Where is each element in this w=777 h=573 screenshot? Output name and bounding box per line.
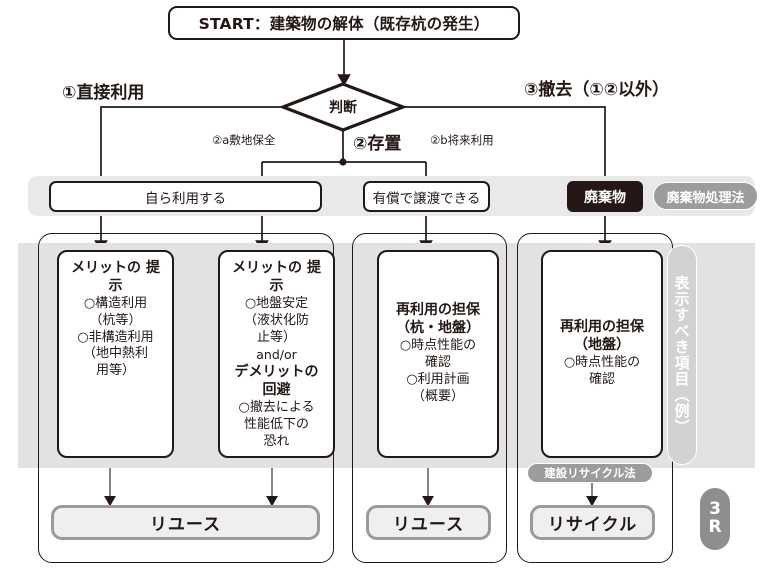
start-node-label: START：建築物の解体（既存杭の発生） [198, 15, 490, 33]
pill-waste-management-law-label: 廃棄物処理法 [666, 190, 745, 206]
card-reuse-assurance-pile-ground: 再利用の担保 （杭・地盤） ○時点性能の 確認 ○利用計画 （概要） [377, 250, 499, 458]
card-1-line-1: ○構造利用 [83, 295, 148, 311]
card-2-heading-2: 提示 [269, 260, 321, 294]
pill-construction-recycle-law: 建設リサイクル法 [527, 463, 653, 483]
start-node: START：建築物の解体（既存杭の発生） [168, 6, 520, 40]
decision-node: 判断 [283, 84, 403, 130]
badge-3r-line-2: R [708, 517, 722, 537]
card-4-heading-2: （地盤） [574, 337, 630, 354]
result-recycle-right-label: リサイクル [547, 515, 638, 535]
card-reuse-assurance-ground: 再利用の担保 （地盤） ○時点性能の 確認 [541, 250, 663, 458]
card-merit-structural: メリットの 提示 ○構造利用 （杭等） ○非構造利用 （地中熱利 用等） [57, 250, 174, 458]
option-box-self-use-label: 自ら利用する [145, 190, 226, 207]
card-2-heading-1: メリットの [232, 260, 303, 276]
pill-construction-recycle-law-label: 建設リサイクル法 [544, 466, 636, 480]
option-box-waste[interactable]: 廃棄物 [567, 181, 643, 212]
card-2-line-5: 性能低下の [243, 416, 309, 432]
result-reuse-center-label: リユース [392, 515, 465, 535]
card-merit-demerit-ground: メリットの 提示 ○地盤安定 （液状化防 止等） and/or デメリットの 回… [218, 250, 335, 458]
badge-3r-line-1: 3 [709, 499, 721, 520]
edge-label-site-preservation: ②a敷地保全 [212, 133, 276, 147]
card-4-heading-1: 再利用の担保 [560, 319, 644, 336]
card-2-heading-4: 回避 [262, 381, 291, 398]
card-3-line-4: （概要） [411, 388, 464, 404]
option-box-paid-transfer-label: 有償で譲渡できる [372, 190, 481, 207]
branch-label-removal: ③撤去（①②以外） [524, 80, 670, 100]
card-2-line-3: 止等） [256, 329, 296, 345]
result-reuse-left: リユース [51, 505, 320, 540]
card-1-heading-2: 提示 [108, 260, 160, 294]
result-reuse-left-label: リユース [149, 515, 222, 535]
card-4-line-1: ○時点性能の [563, 355, 641, 371]
card-2-line-2: （液状化防 [243, 312, 309, 328]
card-3-line-3: ○利用計画 [406, 371, 470, 387]
result-reuse-center: リユース [366, 505, 491, 540]
card-1-line-2: （杭等） [89, 312, 142, 328]
card-2-line-4: ○撤去による [238, 399, 315, 415]
option-box-self-use[interactable]: 自ら利用する [49, 181, 322, 212]
card-3-heading-2: （杭・地盤） [396, 320, 480, 337]
badge-3r: 3 R [700, 488, 730, 550]
card-2-line-1: ○地盤安定 [244, 295, 309, 311]
card-2-line-6: 恐れ [263, 433, 290, 449]
card-1-heading-1: メリットの [71, 260, 142, 276]
option-box-waste-label: 廃棄物 [584, 189, 626, 206]
card-4-line-2: 確認 [588, 371, 615, 387]
option-box-paid-transfer[interactable]: 有償で譲渡できる [363, 181, 490, 212]
branch-label-direct-use: ①直接利用 [62, 83, 145, 103]
column-frame-paid-transfer [352, 233, 507, 563]
card-3-line-2: 確認 [424, 355, 451, 371]
card-3-heading-1: 再利用の担保 [396, 302, 480, 319]
card-2-heading-3: デメリットの [234, 363, 319, 380]
edge-label-future-use: ②b将来利用 [430, 133, 494, 147]
card-1-line-4: （地中熱利 [82, 346, 148, 362]
pill-waste-management-law: 廃棄物処理法 [653, 182, 758, 210]
result-recycle-right: リサイクル [530, 505, 655, 540]
card-1-line-5: 用等） [95, 363, 135, 379]
decision-node-label: 判断 [329, 100, 357, 116]
vertical-label-display-items-text: 表示すべき項目（例） [672, 275, 691, 435]
branch-label-retain: ②存置 [353, 134, 402, 154]
card-2-connector: and/or [256, 347, 297, 363]
vertical-label-display-items: 表示すべき項目（例） [667, 245, 697, 465]
card-3-line-1: ○時点性能の [399, 338, 477, 354]
card-1-line-3: ○非構造利用 [77, 329, 154, 345]
